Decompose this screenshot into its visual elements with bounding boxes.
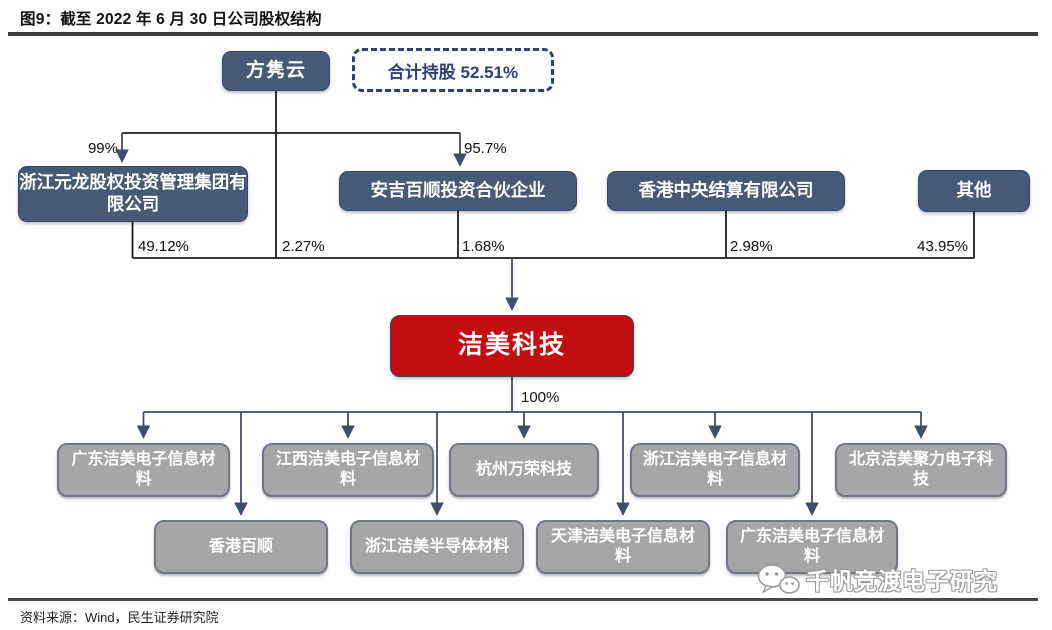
node-subsidiary-zhejiang-jiemei-semiconductor: 浙江洁美半导体材料	[350, 520, 524, 574]
pct-hkscc-holding: 2.98%	[730, 238, 773, 255]
footer-divider	[8, 598, 1038, 601]
root-branch-lines	[122, 91, 975, 259]
source-note: 资料来源：Wind，民生证券研究院	[20, 610, 219, 625]
node-subsidiary-jiangxi-jiemei: 江西洁美电子信息材料	[262, 443, 434, 497]
wechat-icon	[757, 564, 800, 594]
shareholder-arrows	[115, 133, 519, 312]
node-shareholder-zhejiang-yuanlong: 浙江元龙股权投资管理集团有限公司	[18, 166, 248, 222]
pct-company-to-subsidiaries: 100%	[521, 389, 560, 406]
pct-root-to-yuanlong: 99%	[87, 140, 118, 157]
node-shareholder-hkscc: 香港中央结算有限公司	[607, 171, 845, 211]
pct-root-to-anji: 95.7%	[464, 140, 507, 157]
node-shareholder-anji-baishun: 安吉百顺投资合伙企业	[339, 171, 577, 211]
total-holding-note: 合计持股 52.51%	[352, 48, 554, 92]
pct-founder-direct-holding: 2.27%	[282, 238, 325, 255]
pct-yuanlong-holding: 49.12%	[138, 238, 189, 255]
node-founder: 方隽云	[222, 51, 330, 91]
figure-title: 图9：截至 2022 年 6 月 30 日公司股权结构	[20, 11, 322, 28]
node-subsidiary-beijing-jiemei-juli: 北京洁美聚力电子科技	[835, 443, 1007, 497]
node-subsidiary-tianjin-jiemei: 天津洁美电子信息材料	[536, 520, 710, 574]
node-subsidiary-zhejiang-jiemei: 浙江洁美电子信息材料	[630, 443, 800, 497]
node-subsidiary-hangzhou-wanrong: 杭州万荣科技	[449, 443, 599, 497]
node-subsidiary-guangdong-jiemei-2: 广东洁美电子信息材料	[726, 520, 898, 574]
node-company-jiemei: 洁美科技	[390, 315, 634, 377]
watermark-text: 千帆竞渡电子研究	[806, 568, 998, 594]
watermark: 千帆竞渡电子研究	[756, 562, 998, 596]
node-subsidiary-hongkong-baishun: 香港百顺	[154, 520, 328, 574]
title-divider	[8, 32, 1038, 36]
distributor-lines	[136, 377, 928, 517]
pct-others-holding: 43.95%	[917, 238, 968, 255]
pct-anji-holding: 1.68%	[462, 238, 505, 255]
node-subsidiary-guangdong-jiemei-1: 广东洁美电子信息材料	[57, 443, 230, 497]
node-shareholder-others: 其他	[918, 170, 1030, 212]
